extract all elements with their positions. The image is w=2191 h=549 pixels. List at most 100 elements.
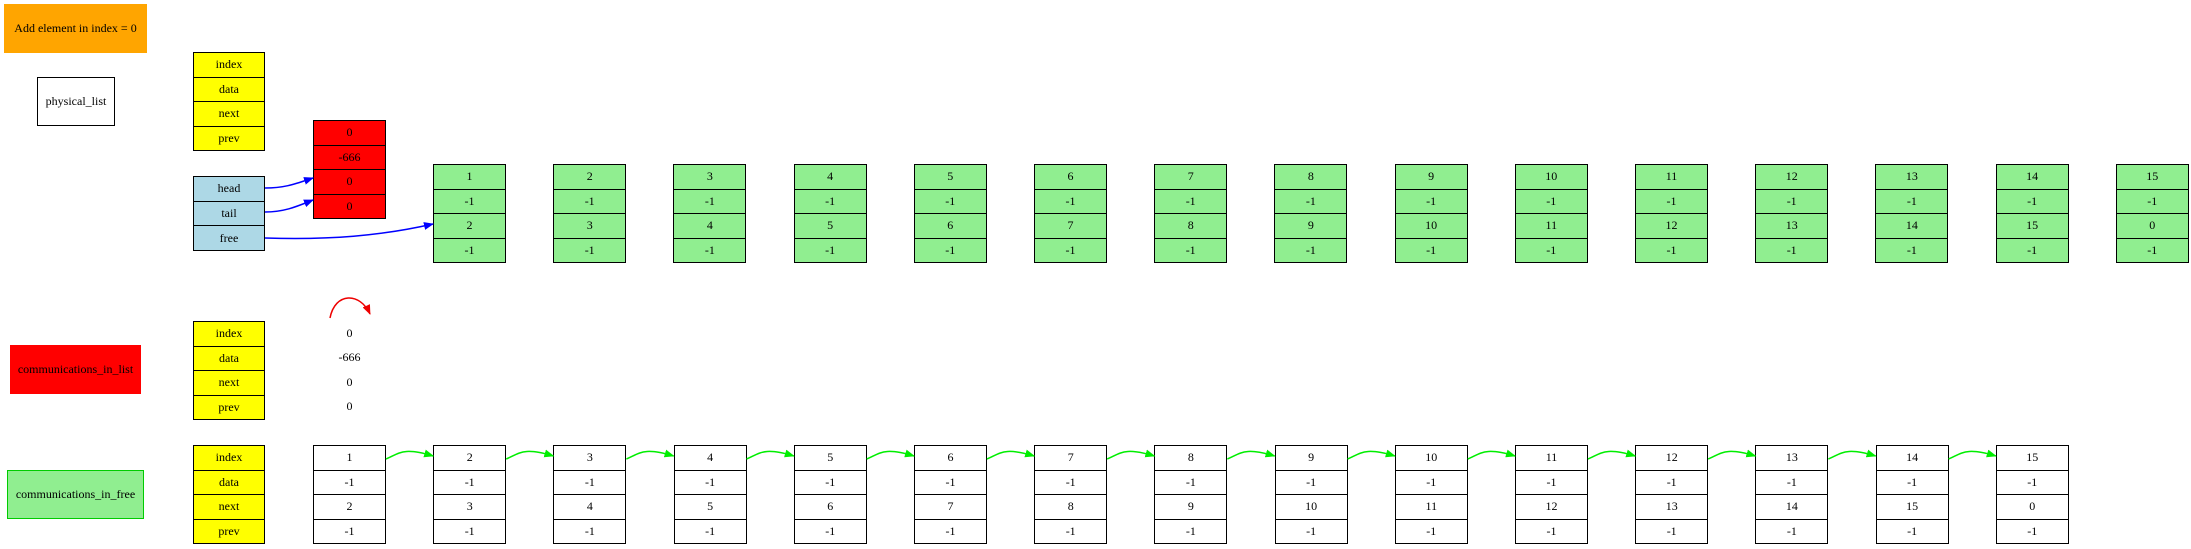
free-node-data: -1 bbox=[554, 471, 626, 495]
physical-node-next: 5 bbox=[794, 214, 866, 239]
physical-node-prev: -1 bbox=[1426, 243, 1437, 258]
free-node-next: 2 bbox=[314, 495, 385, 520]
free-node-prev: -1 bbox=[945, 524, 956, 539]
free-node-next: 7 bbox=[915, 495, 986, 520]
free-node-index: 11 bbox=[1516, 446, 1587, 471]
physical-node-data: -1 bbox=[1275, 190, 1347, 214]
physical-node-prev: -1 bbox=[2147, 243, 2158, 258]
physical-node-prev: -1 bbox=[1305, 243, 1316, 258]
head-arrow bbox=[264, 177, 314, 189]
physical-node-index: 3 bbox=[674, 165, 746, 190]
free-node-data: -1 bbox=[1636, 471, 1708, 495]
free-node-next: 11 bbox=[1395, 495, 1467, 520]
free-chain-arrow bbox=[1106, 449, 1156, 460]
physical-node-prev: -1 bbox=[1546, 243, 1557, 258]
physical-node-prev: -1 bbox=[1185, 243, 1196, 258]
legend-physical: index data next prev bbox=[193, 52, 265, 151]
free-chain-arrow bbox=[1828, 449, 1877, 460]
physical-node-prev: -1 bbox=[1666, 243, 1677, 258]
free-node-prev: -1 bbox=[1185, 524, 1196, 539]
physical-node-next: 12 bbox=[1636, 214, 1707, 239]
free-node-index: 9 bbox=[1275, 446, 1347, 471]
free-node-index: 13 bbox=[1756, 446, 1828, 471]
physical-node-prev: -1 bbox=[1786, 243, 1797, 258]
comm-list-next: 0 bbox=[346, 374, 353, 389]
physical-node-index: 1 bbox=[434, 165, 505, 190]
free-node-data: -1 bbox=[1876, 471, 1948, 495]
sentinel-data: -666 bbox=[314, 146, 385, 170]
physical-node-data: -1 bbox=[434, 190, 505, 214]
free-node-index: 15 bbox=[1996, 446, 2068, 471]
free-node-index: 8 bbox=[1155, 446, 1227, 471]
physical-node-data: -1 bbox=[1996, 190, 2068, 214]
physical-node-data: -1 bbox=[1155, 190, 1227, 214]
free-chain-arrow bbox=[1347, 449, 1396, 460]
free-chain-arrow bbox=[626, 449, 675, 460]
physical-node-data: -1 bbox=[1035, 190, 1106, 214]
physical-node-index: 4 bbox=[794, 165, 866, 190]
free-node-index: 14 bbox=[1876, 446, 1948, 471]
physical-node-index: 13 bbox=[1876, 165, 1948, 190]
physical-node-index: 5 bbox=[914, 165, 986, 190]
operation-banner: Add element in index = 0 bbox=[4, 4, 147, 53]
physical-list-label: physical_list bbox=[37, 77, 115, 126]
free-node-next: 14 bbox=[1756, 495, 1828, 520]
physical-node-next: 11 bbox=[1515, 214, 1587, 239]
sentinel-next: 0 bbox=[314, 170, 385, 195]
comm-list-label: communications_in_list bbox=[10, 345, 141, 394]
free-node-next: 9 bbox=[1155, 495, 1227, 520]
free-chain-arrow bbox=[1467, 449, 1516, 460]
physical-node-next: 15 bbox=[1996, 214, 2068, 239]
free-node-index: 6 bbox=[915, 446, 986, 471]
legend-field-prev: prev bbox=[218, 131, 240, 146]
physical-node-prev: -1 bbox=[945, 243, 956, 258]
free-node-data: -1 bbox=[1395, 471, 1467, 495]
free-node-data: -1 bbox=[1155, 471, 1227, 495]
physical-node-index: 6 bbox=[1035, 165, 1106, 190]
free-node-prev: -1 bbox=[825, 524, 836, 539]
legend-field-prev: prev bbox=[218, 524, 240, 539]
free-node-prev: -1 bbox=[1306, 524, 1317, 539]
legend-field-next: next bbox=[194, 371, 264, 396]
free-node-prev: -1 bbox=[1426, 524, 1437, 539]
legend-field-next: next bbox=[194, 102, 264, 127]
free-node-index: 10 bbox=[1395, 446, 1467, 471]
free-node-index: 4 bbox=[674, 446, 746, 471]
free-node-index: 5 bbox=[794, 446, 866, 471]
comm-list-data: -666 bbox=[338, 350, 361, 365]
pointer-record: head tail free bbox=[193, 176, 265, 251]
tail-arrow bbox=[264, 199, 314, 213]
free-node-next: 6 bbox=[794, 495, 866, 520]
physical-node-prev: -1 bbox=[1065, 243, 1076, 258]
physical-node-next: 7 bbox=[1035, 214, 1106, 239]
sentinel-node: 0 -666 0 0 bbox=[313, 120, 386, 219]
free-chain-arrow bbox=[986, 449, 1036, 460]
free-node-data: -1 bbox=[1035, 471, 1107, 495]
legend-comm-list: index data next prev bbox=[193, 321, 265, 420]
free-node-next: 3 bbox=[434, 495, 506, 520]
physical-node-next: 4 bbox=[674, 214, 746, 239]
physical-node-data: -1 bbox=[794, 190, 866, 214]
self-loop-arrow bbox=[329, 297, 371, 319]
physical-node-next: 10 bbox=[1395, 214, 1467, 239]
sentinel-index: 0 bbox=[314, 121, 385, 146]
physical-node-next: 0 bbox=[2116, 214, 2188, 239]
free-chain-arrow bbox=[505, 449, 555, 460]
free-node-prev: -1 bbox=[464, 524, 475, 539]
free-node-prev: -1 bbox=[1065, 524, 1076, 539]
